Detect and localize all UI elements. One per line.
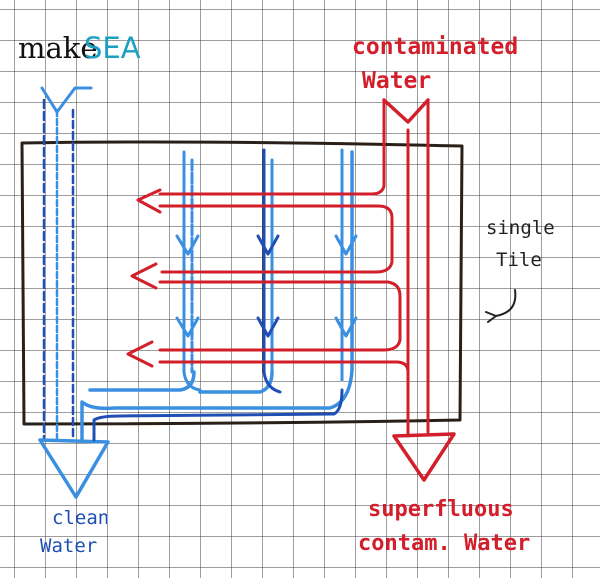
clean-channel-2	[262, 148, 282, 394]
contaminated-supply-left	[158, 98, 386, 196]
label-contaminated-line1: contaminated	[352, 34, 518, 60]
clean-collector-pipe-outer	[80, 150, 354, 442]
contaminated-branch-3	[158, 360, 410, 374]
clean-arrowhead-1b	[175, 316, 200, 338]
logo-make: make	[18, 31, 98, 65]
contaminated-outlet-arrow	[392, 432, 456, 482]
clean-water-flow	[38, 86, 358, 499]
label-contaminated-line2: Water	[362, 68, 431, 94]
clean-arrowhead-2a	[256, 234, 280, 256]
logo-sea: SEA	[84, 31, 141, 65]
contaminated-branch-1	[158, 204, 394, 274]
contaminated-water-flow	[126, 98, 456, 482]
contaminated-arrowhead-2	[130, 262, 158, 290]
clean-arrowhead-3b	[334, 316, 358, 338]
clean-arrowhead-3a	[334, 234, 358, 256]
clean-channel-1	[182, 150, 202, 392]
label-clean-line2: Water	[40, 535, 97, 557]
contaminated-inlet-arrow	[382, 98, 430, 124]
single-tile-pointer	[485, 289, 517, 323]
clean-top-marks	[40, 86, 93, 114]
contaminated-arrowhead-1	[136, 188, 162, 214]
label-single-line1: single	[486, 217, 555, 239]
clean-collector-pipe-inner	[92, 388, 344, 442]
contaminated-branch-2	[158, 280, 402, 352]
tile-outline	[20, 140, 464, 426]
label-single-line2: Tile	[496, 249, 542, 271]
label-superfluous-line1: superfluous	[368, 497, 514, 522]
contaminated-arrowhead-3	[126, 340, 154, 368]
clean-arrowhead-2b	[256, 316, 280, 338]
label-superfluous-line2: contam. Water	[358, 531, 530, 556]
clean-outlet-arrow	[38, 438, 110, 499]
label-clean-line1: clean	[52, 507, 109, 529]
clean-arrowhead-1a	[175, 234, 200, 256]
